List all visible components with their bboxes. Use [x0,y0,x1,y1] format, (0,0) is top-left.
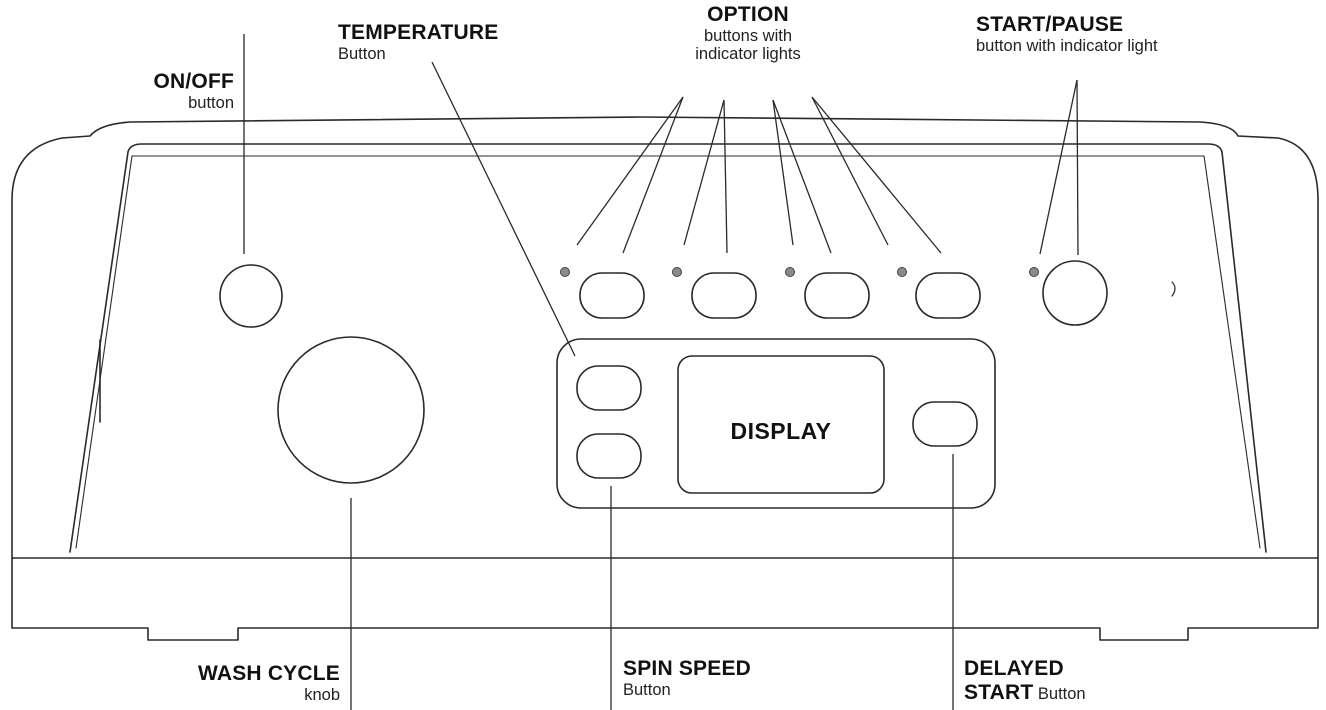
wash-cycle-label: WASH CYCLE knob [150,662,340,704]
option-indicator-light-1 [560,267,570,277]
start-pause-title: START/PAUSE [976,13,1124,36]
wash-cycle-sub: knob [304,685,340,704]
wash-cycle-knob[interactable] [277,336,425,484]
option-indicator-light-4 [897,267,907,277]
panel-base [11,557,1319,641]
delayed-start-title-2: START [964,680,1034,704]
delayed-start-button[interactable] [912,401,978,447]
spin-speed-title: SPIN SPEED [623,657,752,680]
start-pause-leader-b [1076,79,1079,256]
option-title: OPTION [707,3,789,26]
option-button-1[interactable] [579,272,645,319]
temperature-leader [431,61,576,357]
option-leader-1b [622,96,684,254]
spin-speed-sub: Button [623,680,671,699]
option-leader-3a [772,99,794,246]
panel-face [69,143,1267,553]
display-screen [677,355,885,494]
option-leader-4b [811,96,942,254]
panel-face-inner-edge [75,155,1261,549]
start-pause-sub: button with indicator light [976,36,1158,55]
spin-speed-label: SPIN SPEED Button [623,657,751,699]
delayed-start-title-1: DELAYED [964,657,1064,680]
option-leader-2b [723,99,728,254]
start-pause-button[interactable] [1042,260,1108,326]
option-button-2[interactable] [691,272,757,319]
start-pause-leader-a [1039,79,1078,255]
option-sub-1: buttons with [703,26,793,45]
temperature-title: TEMPERATURE [338,21,499,44]
temperature-label: TEMPERATURE Button [338,21,498,63]
option-leader-2a [683,99,725,246]
option-button-3[interactable] [804,272,870,319]
wash-cycle-title: WASH CYCLE [197,662,340,685]
delayed-start-label: DELAYED START Button [964,657,1086,704]
panel-housing [11,116,1319,559]
delayed-start-sub: Button [1037,684,1086,703]
on-off-label: ON/OFF button [96,70,234,112]
start-pause-indicator-light [1029,267,1039,277]
start-pause-label: START/PAUSE button with indicator light [976,13,1158,55]
option-leader-3b [772,99,832,254]
temperature-sub: Button [338,44,386,63]
on-off-button[interactable] [219,264,283,328]
panel-mark [1171,281,1176,297]
display-text: DISPLAY [730,418,832,444]
option-button-4[interactable] [915,272,981,319]
temperature-button[interactable] [576,365,642,411]
option-leader-4a [811,96,889,246]
option-sub-2: indicator lights [695,44,801,63]
option-label: OPTION buttons with indicator lights [648,3,848,63]
option-indicator-light-3 [785,267,795,277]
spin-speed-button[interactable] [576,433,642,479]
option-leader-1a [576,96,684,246]
on-off-sub: button [188,93,234,112]
on-off-title: ON/OFF [153,70,234,93]
option-indicator-light-2 [672,267,682,277]
